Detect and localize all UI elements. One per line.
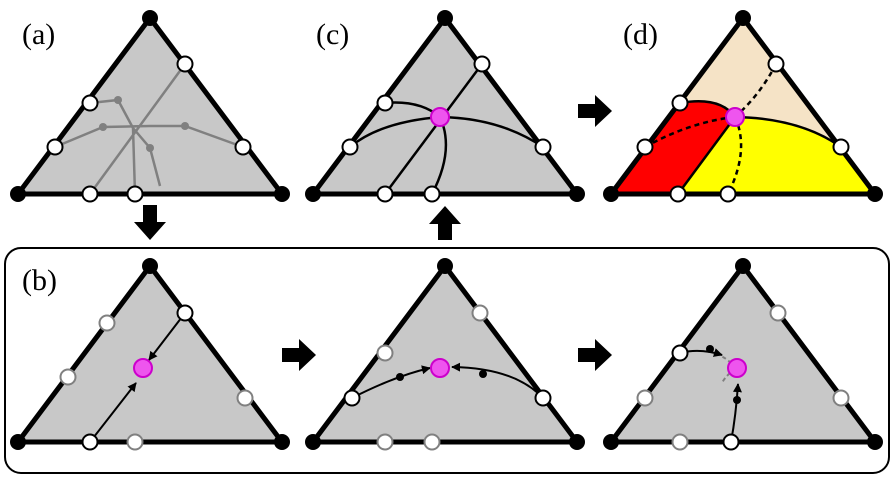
junction-b3 (727, 358, 747, 378)
vertices-b1 (10, 258, 290, 450)
panel-b-step1 (10, 258, 290, 451)
panel-c (305, 10, 585, 203)
tracking-arrows-b2 (351, 362, 544, 399)
arrow-up-icon (429, 206, 461, 240)
edge-points-b3-active (671, 344, 740, 451)
panel-b-box (4, 247, 890, 474)
tracking-arrows-b1 (89, 312, 186, 443)
triangle-b2 (310, 263, 580, 445)
panel-b-step3 (603, 258, 883, 451)
arrow-right-icon (282, 339, 316, 371)
vertices-d (603, 10, 883, 202)
arrow-down-icon (134, 205, 166, 240)
edge-points-c (341, 55, 552, 203)
panel-label-d: (d) (623, 18, 658, 51)
dashed-curves-d (644, 63, 778, 195)
edge-points-b2-active (343, 389, 552, 407)
vertices-a (10, 10, 290, 202)
triangle-a (15, 15, 285, 197)
skeleton-curves-a (54, 63, 244, 195)
junction-c (430, 107, 450, 127)
panel-a (10, 10, 290, 203)
edge-points-b2-gray (376, 304, 489, 451)
region-yellow (678, 117, 875, 194)
junction-d (725, 107, 745, 127)
edge-points-b3-gray (636, 304, 850, 451)
region-red (611, 101, 735, 194)
skeleton-nodes-a (99, 96, 189, 152)
arrow-right-icon (578, 95, 612, 127)
panel-label-b: (b) (22, 264, 57, 297)
tracking-nodes-b3 (706, 345, 741, 404)
panel-label-c: (c) (316, 18, 349, 51)
triangle-b3 (608, 263, 878, 445)
triangle-c (310, 15, 580, 197)
edge-points-a (46, 55, 252, 203)
triangle-b1 (15, 263, 285, 445)
vertices-c (305, 10, 585, 202)
tracking-nodes-b2 (396, 370, 487, 381)
arrow-right-icon (578, 339, 612, 371)
vertices-b2 (305, 258, 585, 450)
junction-b1 (133, 358, 153, 378)
edge-points-b1-gray (59, 314, 254, 451)
edge-points-d (636, 55, 850, 203)
junction-b2 (430, 358, 450, 378)
panel-d (603, 10, 883, 203)
vertices-b3 (603, 258, 883, 450)
panel-b-step2 (305, 258, 585, 451)
edge-points-b1-active (81, 304, 194, 451)
panel-label-a: (a) (22, 18, 55, 51)
